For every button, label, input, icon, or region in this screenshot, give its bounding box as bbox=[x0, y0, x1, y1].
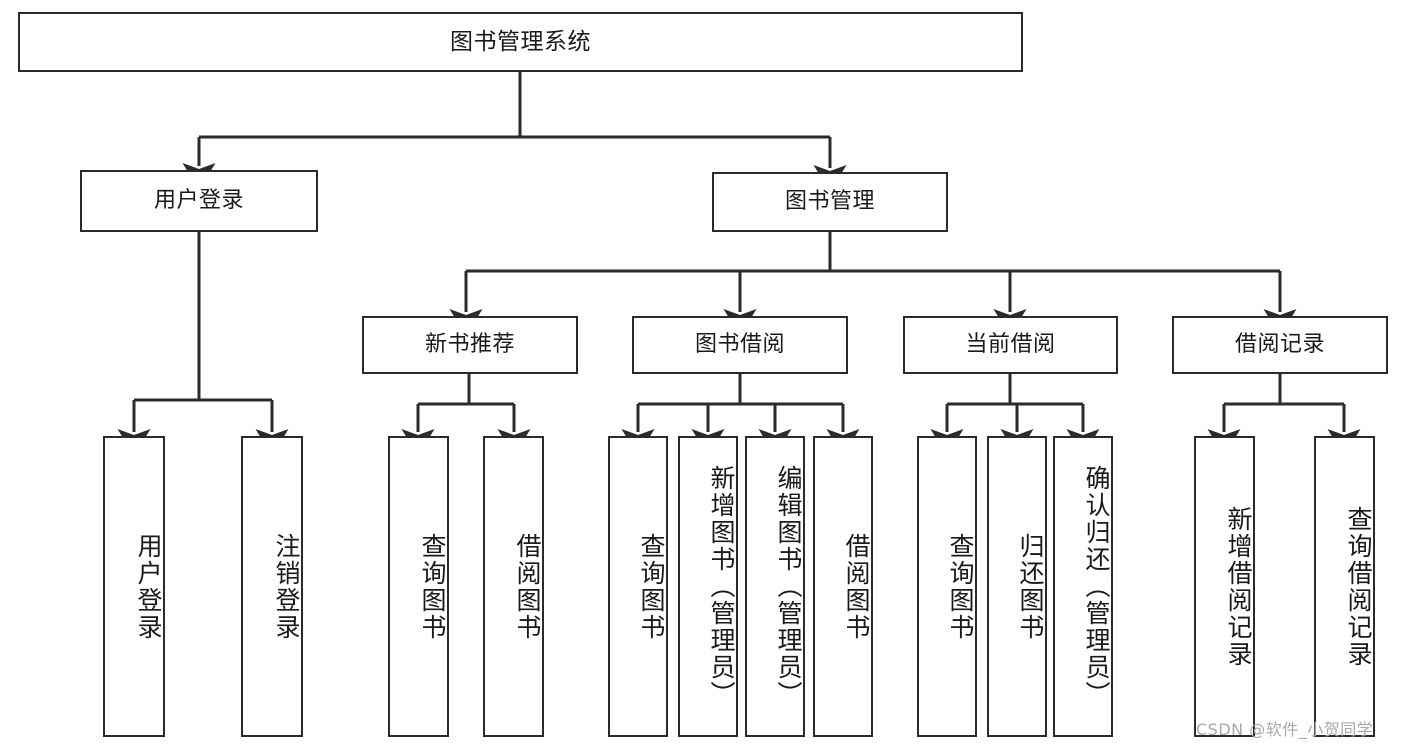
node-leaf-current-borrow-query[interactable]: 查询图书 bbox=[917, 436, 977, 737]
leaf-label: 查询图书 bbox=[418, 532, 447, 641]
leaf-label: 查询借阅记录 bbox=[1344, 505, 1373, 668]
node-leaf-current-borrow-confirm[interactable]: 确认归还（管理员） bbox=[1053, 436, 1113, 737]
leaf-label: 借阅图书 bbox=[842, 532, 871, 641]
node-leaf-book-borrow-borrow[interactable]: 借阅图书 bbox=[813, 436, 873, 737]
node-book-borrow[interactable]: 图书借阅 bbox=[632, 316, 848, 374]
leaf-label: 借阅图书 bbox=[513, 532, 542, 641]
node-leaf-new-book-query[interactable]: 查询图书 bbox=[388, 436, 449, 737]
node-leaf-book-borrow-edit[interactable]: 编辑图书（管理员） bbox=[745, 436, 805, 737]
node-leaf-user-login-logout[interactable]: 注销登录 bbox=[241, 436, 303, 737]
node-current-borrow[interactable]: 当前借阅 bbox=[903, 316, 1118, 374]
leaf-label: 查询图书 bbox=[637, 532, 666, 641]
leaf-label: 用户登录 bbox=[134, 532, 163, 641]
node-new-book-recommend[interactable]: 新书推荐 bbox=[362, 316, 578, 374]
leaf-label: 查询图书 bbox=[946, 532, 975, 641]
leaf-label: 确认归还（管理员） bbox=[1082, 465, 1111, 708]
node-leaf-borrow-record-add[interactable]: 新增借阅记录 bbox=[1194, 436, 1255, 737]
leaf-label: 归还图书 bbox=[1016, 532, 1045, 641]
node-root-system[interactable]: 图书管理系统 bbox=[18, 12, 1023, 72]
node-leaf-new-book-borrow[interactable]: 借阅图书 bbox=[483, 436, 544, 737]
node-book-management[interactable]: 图书管理 bbox=[712, 172, 948, 232]
csdn-watermark: CSDN @软件_小贺同学 bbox=[1196, 720, 1374, 739]
node-leaf-current-borrow-return[interactable]: 归还图书 bbox=[987, 436, 1047, 737]
node-borrow-record[interactable]: 借阅记录 bbox=[1172, 316, 1388, 374]
leaf-label: 新增图书（管理员） bbox=[707, 465, 736, 708]
node-leaf-book-borrow-query[interactable]: 查询图书 bbox=[608, 436, 668, 737]
leaf-label: 编辑图书（管理员） bbox=[774, 465, 803, 708]
node-leaf-user-login-login[interactable]: 用户登录 bbox=[103, 436, 165, 737]
node-leaf-borrow-record-query[interactable]: 查询借阅记录 bbox=[1314, 436, 1375, 737]
leaf-label: 新增借阅记录 bbox=[1224, 505, 1253, 668]
node-leaf-book-borrow-add[interactable]: 新增图书（管理员） bbox=[678, 436, 738, 737]
node-user-login[interactable]: 用户登录 bbox=[80, 170, 318, 232]
leaf-label: 注销登录 bbox=[272, 532, 301, 641]
